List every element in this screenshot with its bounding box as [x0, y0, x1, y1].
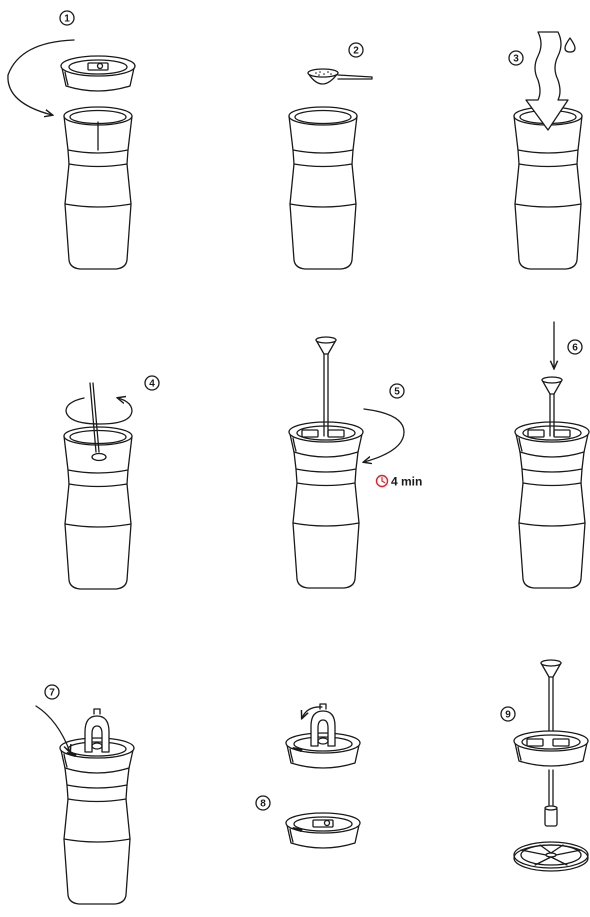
step-6: 6 [515, 322, 589, 588]
stir-arrow-icon [66, 398, 132, 424]
lid [61, 56, 135, 91]
step-6-badge: 6 [568, 340, 582, 354]
step-8: 8 [256, 704, 360, 848]
step-1-badge: 1 [60, 11, 74, 25]
stir-spoon [90, 383, 106, 461]
step-5-number: 5 [394, 387, 400, 398]
plunger-knob [541, 660, 561, 740]
lid-handle-up [85, 709, 109, 752]
cup-open [514, 107, 582, 269]
step-2-number: 2 [353, 46, 359, 57]
lid-handle-up [311, 704, 335, 746]
filter-disc [514, 842, 588, 871]
step-5-badge: 5 [390, 384, 404, 398]
cup-body [292, 435, 360, 588]
step-7-number: 7 [49, 688, 55, 699]
lid-with-plunger [289, 422, 363, 457]
step-7: 7 [36, 685, 134, 904]
step-9: 9 [501, 660, 588, 871]
water-drop-icon [565, 38, 575, 52]
step-2: 2 [289, 43, 372, 269]
timer: 4 min [377, 475, 423, 489]
plunger-rod [316, 337, 336, 436]
step-8-badge: 8 [256, 796, 270, 810]
cup-with-filter [64, 107, 132, 269]
lid-separated [286, 813, 360, 848]
plunger-rod-lower [545, 770, 557, 826]
cup-open [64, 427, 132, 589]
lid-with-plunger [515, 422, 589, 457]
coffee-scoop-icon [308, 69, 372, 84]
step-5: 5 4 min [289, 337, 422, 588]
step-4: 4 [64, 376, 159, 589]
cup-body [518, 435, 586, 588]
step-7-badge: 7 [45, 685, 59, 699]
cup-body [63, 751, 131, 904]
step-3-number: 3 [513, 54, 519, 65]
timer-label: 4 min [391, 475, 422, 489]
step-4-number: 4 [149, 379, 155, 390]
lid-with-plunger [514, 731, 588, 766]
step-1: 1 [8, 11, 135, 269]
step-3: 3 [509, 32, 582, 269]
step-9-number: 9 [505, 710, 511, 721]
step-2-badge: 2 [349, 43, 363, 57]
step-4-badge: 4 [145, 376, 159, 390]
step-1-number: 1 [64, 14, 70, 25]
step-9-badge: 9 [501, 707, 515, 721]
step-3-badge: 3 [509, 51, 523, 65]
rotate-arrow-icon [364, 409, 404, 462]
step-8-number: 8 [260, 799, 266, 810]
step-6-number: 6 [572, 343, 578, 354]
cup-open [289, 107, 357, 269]
